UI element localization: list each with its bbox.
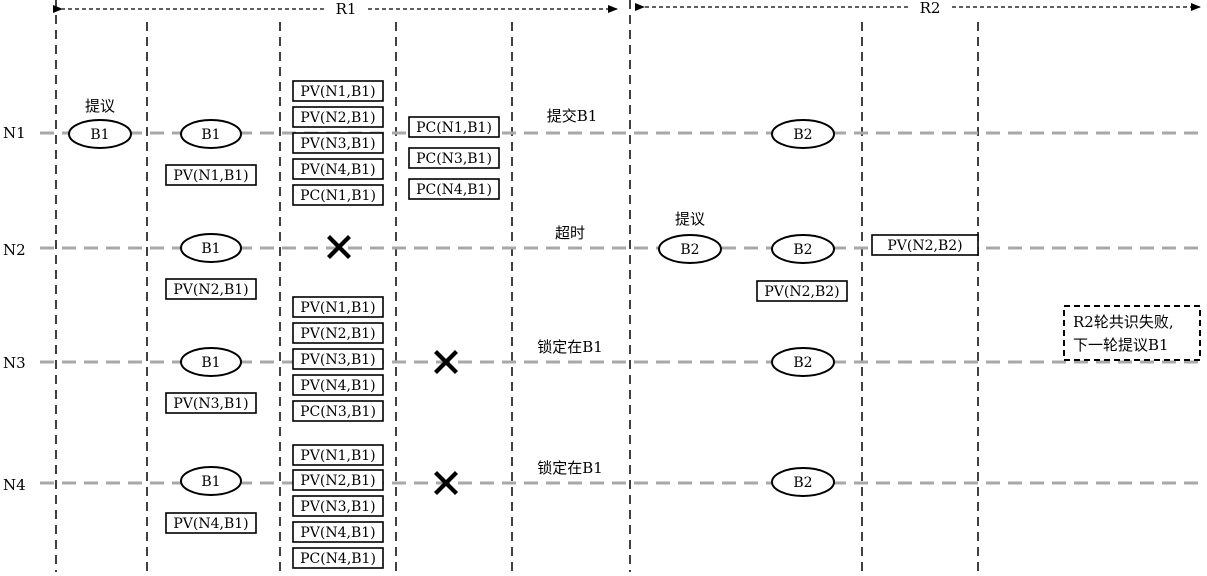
message-box: PV(N4,B1) — [292, 158, 384, 180]
message-label: PV(N4,B1) — [300, 525, 375, 541]
svg-text:B1: B1 — [201, 355, 220, 371]
message-label: PC(N1,B1) — [300, 188, 376, 204]
message-label: PV(N2,B1) — [300, 110, 375, 126]
failure-marks — [327, 235, 458, 495]
node-label: N3 — [3, 354, 26, 372]
message-label: PV(N2,B2) — [887, 238, 962, 254]
message-box: PV(N2,B1) — [292, 469, 384, 491]
block-label: B2 — [680, 242, 699, 258]
message-box: PV(N3,B1) — [292, 495, 384, 517]
message-box: PV(N2,B1) — [292, 106, 384, 128]
message-label: PV(N1,B1) — [300, 300, 375, 316]
round-r1-span: R1 — [53, 0, 618, 18]
message-box: PC(N3,B1) — [292, 400, 384, 422]
block-n4-b1: B1 — [180, 466, 242, 496]
message-label: PV(N4,B1) — [173, 516, 248, 532]
message-label: PC(N1,B1) — [416, 120, 492, 136]
message-box: PV(N1,B1) — [165, 164, 257, 186]
message-label: PV(N2,B1) — [300, 326, 375, 342]
message-label: PV(N3,B1) — [173, 396, 248, 412]
state-label: 提交B1 — [547, 107, 598, 125]
message-box: PV(N2,B1) — [165, 278, 257, 300]
message-box: PV(N4,B1) — [292, 374, 384, 396]
round-r2-span: R2 — [635, 0, 1201, 17]
message-box: PV(N1,B1) — [292, 444, 384, 466]
node-labels: N1 N2 N3 N4 — [3, 124, 26, 494]
svg-text:B2: B2 — [793, 242, 812, 258]
block-n1-b2: B2 — [771, 119, 835, 149]
message-label: PV(N2,B1) — [300, 473, 375, 489]
svg-text:B1: B1 — [201, 241, 220, 257]
message-box: PV(N4,B1) — [292, 521, 384, 543]
message-label: PV(N2,B2) — [764, 284, 839, 300]
state-label: 锁定在B1 — [537, 459, 603, 477]
message-label: PC(N4,B1) — [300, 551, 376, 567]
block-label: B1 — [90, 127, 109, 143]
message-label: PV(N4,B1) — [300, 162, 375, 178]
message-box: PV(N2,B1) — [292, 322, 384, 344]
svg-text:B1: B1 — [201, 474, 220, 490]
node-label: N1 — [3, 124, 26, 142]
message-label: PC(N3,B1) — [300, 404, 376, 420]
round-label: R2 — [920, 0, 941, 17]
message-box: PC(N1,B1) — [292, 184, 384, 206]
message-box: PV(N2,B2) — [871, 234, 979, 256]
block-n3-b1: B1 — [180, 347, 242, 377]
proposal-label: 提议 — [85, 97, 115, 115]
svg-text:B2: B2 — [793, 475, 812, 491]
note-line: 下一轮提议B1 — [1073, 336, 1169, 354]
state-label: 锁定在B1 — [537, 338, 603, 356]
message-label: PV(N1,B1) — [300, 84, 375, 100]
note-line: R2轮共识失败, — [1073, 313, 1174, 331]
block-n2-b1: B1 — [180, 233, 242, 263]
block-n3-b2: B2 — [771, 347, 835, 377]
message-box: PC(N3,B1) — [408, 147, 500, 169]
message-label: PC(N3,B1) — [416, 151, 492, 167]
message-label: PV(N3,B1) — [300, 136, 375, 152]
message-label: PC(N4,B1) — [416, 182, 492, 198]
message-box: PV(N2,B2) — [756, 280, 848, 302]
svg-text:B2: B2 — [793, 355, 812, 371]
message-label: PV(N2,B1) — [173, 282, 248, 298]
svg-text:B2: B2 — [793, 127, 812, 143]
node-label: N4 — [3, 476, 26, 494]
state-labels: 提交B1 超时 锁定在B1 锁定在B1 — [537, 107, 603, 477]
message-label: PV(N4,B1) — [300, 378, 375, 394]
message-box: PV(N3,B1) — [292, 348, 384, 370]
failure-x-icon — [434, 350, 458, 374]
proposal-b1: 提议 B1 — [68, 97, 132, 149]
proposal-b2: 提议 B2 — [658, 210, 722, 264]
svg-text:B1: B1 — [201, 127, 220, 143]
message-box: PV(N1,B1) — [292, 296, 384, 318]
note-box: R2轮共识失败, 下一轮提议B1 — [1063, 305, 1201, 361]
node-label: N2 — [3, 241, 26, 259]
round-label: R1 — [336, 0, 357, 18]
message-label: PV(N3,B1) — [300, 352, 375, 368]
state-label: 超时 — [555, 224, 585, 242]
message-boxes: PV(N1,B1) PV(N2,B1) PV(N3,B1) PV(N4,B1) PV(N… — [165, 80, 979, 569]
message-box: PV(N3,B1) — [165, 392, 257, 414]
message-label: PV(N1,B1) — [300, 448, 375, 464]
message-box: PV(N4,B1) — [165, 512, 257, 534]
failure-x-icon — [434, 471, 458, 495]
message-box: PV(N1,B1) — [292, 80, 384, 102]
message-box: PV(N3,B1) — [292, 132, 384, 154]
block-n1-b1: B1 — [180, 119, 242, 149]
message-box: PC(N1,B1) — [408, 116, 500, 138]
block-ellipse — [658, 234, 722, 264]
failure-x-icon — [327, 235, 351, 259]
node-timelines — [40, 131, 1205, 485]
phase-separators — [55, 0, 979, 572]
received-blocks: B1 B1 B1 B1 B2 B2 B2 B2 — [180, 119, 835, 497]
message-label: PV(N1,B1) — [173, 168, 248, 184]
block-n4-b2: B2 — [771, 467, 835, 497]
block-n2-b2: B2 — [771, 234, 835, 264]
message-box: PC(N4,B1) — [408, 178, 500, 200]
proposal-label: 提议 — [675, 210, 705, 228]
block-ellipse — [68, 119, 132, 149]
message-box: PC(N4,B1) — [292, 547, 384, 569]
message-label: PV(N3,B1) — [300, 499, 375, 515]
